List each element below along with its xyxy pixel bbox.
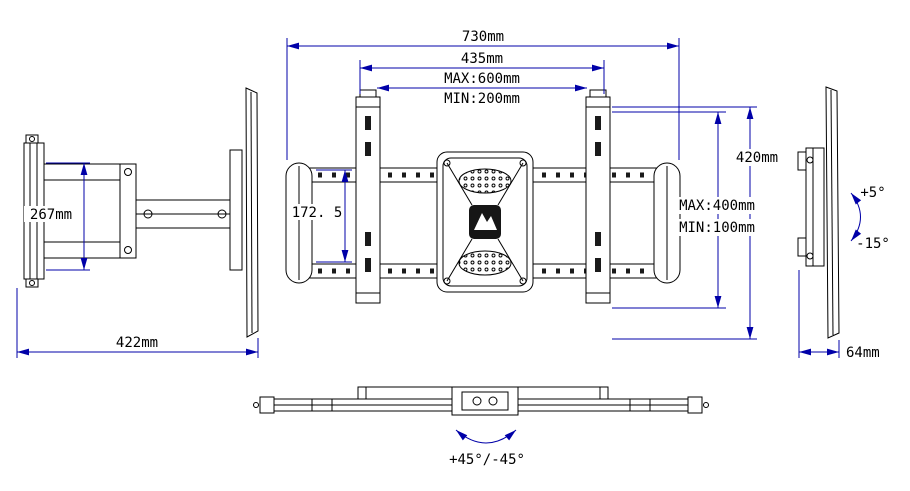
dim-depth: 64mm: [846, 345, 880, 361]
pivot-joint-icon: [143, 209, 153, 219]
tv-panel-side-right: [825, 86, 840, 339]
dim-arm-extension: 422mm: [116, 335, 158, 351]
tilt-up-label: +5°: [860, 185, 885, 201]
screw-icon: [519, 277, 527, 285]
wall-bracket-side-right: [797, 147, 825, 267]
swivel-range-label: +45°/-45°: [449, 452, 525, 468]
vent-pattern-bottom: [458, 250, 512, 276]
articulating-arm-side: [43, 163, 233, 259]
tilt-range-arc: [850, 192, 862, 242]
top-view-dimensions: +45°/-45°: [449, 429, 525, 468]
left-side-view: [23, 87, 259, 338]
dim-wall-plate-width: 435mm: [461, 51, 503, 67]
tv-bracket-rail-right: [585, 89, 611, 304]
tilt-down-label: -15°: [856, 236, 890, 252]
front-view: [285, 89, 681, 304]
bolt-icon: [253, 402, 259, 408]
pivot-joint-icon: [217, 209, 227, 219]
dim-total-width: 730mm: [462, 29, 504, 45]
pivot-joint-icon: [488, 396, 498, 406]
front-view-dimensions: 730mm 435mm MAX:600mm MIN:200mm 172. 5 4…: [286, 29, 783, 340]
screw-icon: [443, 277, 451, 285]
right-view-dimensions: +5° -15° 64mm: [798, 185, 890, 361]
pivot-joint-icon: [124, 246, 132, 254]
pivot-joint-icon: [806, 156, 814, 164]
screw-icon: [519, 159, 527, 167]
dim-plate-height: 172. 5: [292, 205, 343, 221]
pivot-joint-icon: [124, 168, 132, 176]
spacer-top: [29, 136, 35, 142]
arm-end-left-top: [259, 396, 275, 414]
pivot-joint-icon: [806, 252, 814, 260]
screw-icon: [443, 159, 451, 167]
spacer-bottom: [29, 280, 35, 286]
center-pivot-block: [451, 386, 519, 416]
swivel-range-arc: [455, 429, 517, 444]
bolt-icon: [703, 402, 709, 408]
dim-bracket-plate-height: 267mm: [30, 207, 72, 223]
dim-vesa-height-max: MAX:400mm: [679, 198, 755, 214]
vesa-adapter-plate: [436, 151, 534, 293]
dim-bracket-width-min: MIN:200mm: [444, 91, 520, 107]
dim-bracket-height: 420mm: [736, 150, 778, 166]
dim-bracket-width-max: MAX:600mm: [444, 71, 520, 87]
tv-panel-side-left: [229, 87, 259, 338]
pivot-joint-icon: [472, 396, 482, 406]
arm-end-right-top: [687, 396, 703, 414]
vent-pattern-top: [458, 168, 512, 194]
right-side-view: [797, 86, 840, 339]
left-view-dimensions: 267mm 422mm: [16, 162, 259, 358]
brand-logo-glyph: [474, 213, 497, 230]
tv-bracket-rail-left: [355, 89, 381, 304]
top-view: [253, 386, 709, 416]
dim-vesa-height-min: MIN:100mm: [679, 220, 755, 236]
